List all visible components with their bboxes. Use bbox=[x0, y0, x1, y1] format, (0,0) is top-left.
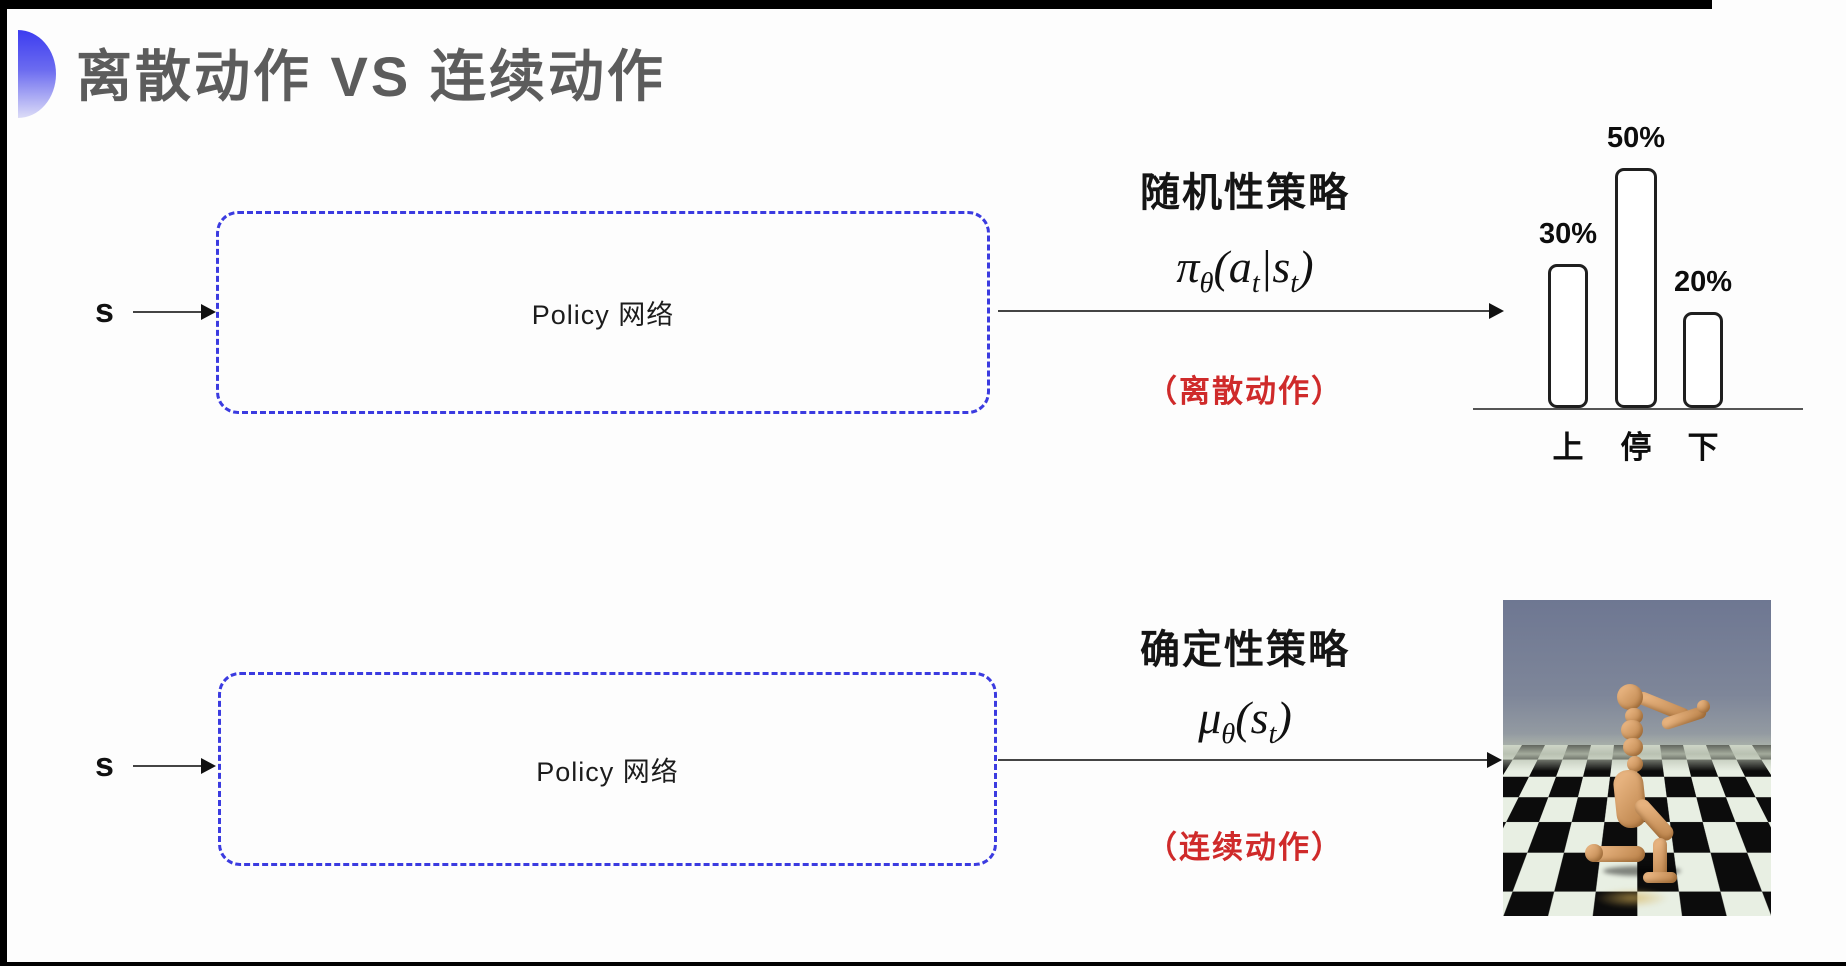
probability-bar bbox=[1683, 312, 1723, 408]
bar-chart: 30% 上 50% 停 20% 下 bbox=[1473, 108, 1805, 465]
action-note-continuous: （连续动作） bbox=[1146, 830, 1344, 865]
action-note-discrete: （离散动作） bbox=[1146, 374, 1344, 409]
stochastic-policy-formula: πθ(at|st) bbox=[1055, 240, 1435, 300]
output-arrowhead-top-icon bbox=[1489, 303, 1504, 319]
formula-theta-sub: θ bbox=[1199, 268, 1214, 300]
frame-top-bar bbox=[0, 0, 1712, 9]
formula-t-sub2: t bbox=[1290, 268, 1299, 300]
humanoid-shin bbox=[1653, 838, 1667, 880]
formula-theta-sub2: θ bbox=[1221, 719, 1236, 751]
deterministic-policy-formula: μθ(st) bbox=[1055, 691, 1435, 751]
formula-t-sub3: t bbox=[1268, 719, 1277, 751]
output-arrowhead-bottom-icon bbox=[1487, 752, 1502, 768]
humanoid-simulation-image bbox=[1503, 600, 1771, 916]
page-title: 离散动作 VS 连续动作 bbox=[76, 45, 666, 108]
formula-bar-s: |s bbox=[1259, 241, 1291, 292]
policy-network-label-bottom: Policy 网络 bbox=[536, 756, 679, 787]
input-arrow-top bbox=[133, 311, 203, 313]
formula-open-s: (s bbox=[1235, 692, 1269, 743]
humanoid-hip bbox=[1627, 756, 1643, 772]
output-arrow-bottom bbox=[998, 759, 1488, 761]
formula-close2: ) bbox=[1276, 692, 1292, 743]
state-input-label-top: s bbox=[95, 292, 114, 330]
humanoid-chest bbox=[1621, 720, 1643, 740]
title-bullet-icon bbox=[18, 30, 56, 118]
policy-type-label-stochastic: 随机性策略 bbox=[1140, 171, 1350, 215]
formula-open-a: (a bbox=[1213, 241, 1252, 292]
humanoid-head bbox=[1617, 684, 1643, 710]
humanoid-belly bbox=[1623, 738, 1643, 756]
policy-network-box-bottom: Policy 网络 bbox=[218, 672, 997, 866]
output-arrow-top bbox=[998, 310, 1490, 312]
input-arrowhead-top-icon bbox=[201, 304, 216, 320]
formula-mu: μ bbox=[1198, 692, 1222, 743]
formula-pi: π bbox=[1176, 241, 1200, 292]
bar-value-label: 50% bbox=[1606, 122, 1666, 154]
probability-bar bbox=[1548, 264, 1588, 408]
probability-bar bbox=[1615, 168, 1657, 408]
policy-network-box-top: Policy 网络 bbox=[216, 211, 990, 414]
bar-category-label: 下 bbox=[1687, 430, 1719, 465]
bar-value-label: 20% bbox=[1673, 266, 1733, 298]
input-arrowhead-bottom-icon bbox=[201, 758, 216, 774]
bar-value-label: 30% bbox=[1538, 218, 1598, 250]
input-arrow-bottom bbox=[133, 765, 203, 767]
frame-bottom-bar bbox=[0, 962, 1846, 966]
chart-baseline bbox=[1473, 408, 1803, 410]
bar-category-label: 停 bbox=[1620, 430, 1652, 465]
humanoid-front-foot bbox=[1643, 872, 1677, 883]
humanoid-back-leg bbox=[1589, 846, 1645, 862]
formula-close: ) bbox=[1298, 241, 1314, 292]
policy-type-label-deterministic: 确定性策略 bbox=[1140, 628, 1350, 672]
humanoid-heel bbox=[1585, 844, 1603, 862]
humanoid-hand bbox=[1697, 700, 1710, 713]
state-input-label-bottom: s bbox=[95, 746, 114, 784]
bar-category-label: 上 bbox=[1552, 430, 1584, 465]
floor-reflection bbox=[1595, 888, 1669, 908]
frame-left-bar bbox=[0, 0, 7, 966]
formula-t-sub1: t bbox=[1251, 268, 1260, 300]
policy-network-label-top: Policy 网络 bbox=[531, 300, 675, 330]
humanoid-shadow bbox=[1603, 866, 1681, 876]
